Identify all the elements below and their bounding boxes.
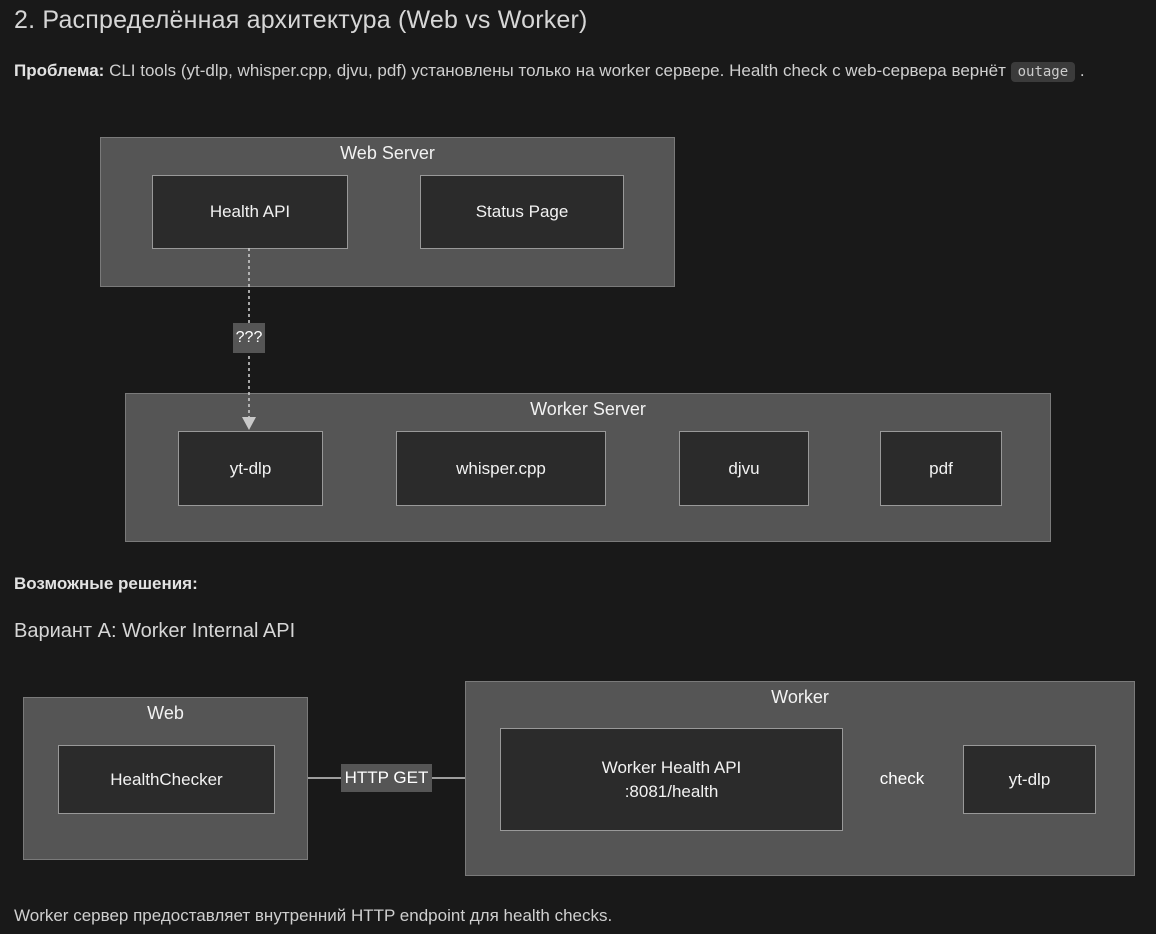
node-whisper-cpp: whisper.cpp (396, 431, 606, 506)
web-server-title: Web Server (340, 143, 435, 163)
web-container: Web HealthChecker (23, 697, 308, 860)
variant-a-heading: Вариант A: Worker Internal API (14, 620, 296, 642)
solutions-label: Возможные решения: (14, 574, 198, 593)
node-worker-health-api-line1: Worker Health API (601, 757, 742, 777)
edge-label-unknown: ??? (233, 323, 265, 353)
node-worker-health-api-line2: :8081/health (624, 781, 719, 801)
node-yt-dlp-label: yt-dlp (229, 458, 272, 478)
worker-title: Worker (771, 687, 829, 707)
node-pdf: pdf (880, 431, 1002, 506)
node-health-api: Health API (152, 175, 348, 249)
web-server-container: Web Server Health API Status Page (100, 137, 675, 287)
node-djvu-label: djvu (728, 458, 760, 478)
web-title: Web (147, 703, 184, 723)
node-status-page-label: Status Page (475, 202, 569, 221)
edge-label-check: check (875, 765, 929, 792)
node-yt-dlp: yt-dlp (178, 431, 323, 506)
outage-code-chip: outage (1010, 62, 1076, 82)
problem-paragraph: Проблема: CLI tools (yt-dlp, whisper.cpp… (14, 57, 1140, 86)
problem-suffix: . (1075, 61, 1085, 80)
node-healthchecker-label: HealthChecker (110, 769, 223, 789)
node-yt-dlp-variant-a-label: yt-dlp (1008, 769, 1051, 789)
worker-server-container: Worker Server yt-dlp whisper.cpp djvu pd… (125, 393, 1051, 542)
edge-label-http-get: HTTP GET (341, 764, 432, 792)
node-djvu: djvu (679, 431, 809, 506)
node-pdf-label: pdf (929, 458, 953, 478)
page-title: 2. Распределённая архитектура (Web vs Wo… (14, 6, 588, 34)
node-yt-dlp-variant-a: yt-dlp (963, 745, 1096, 814)
node-healthchecker: HealthChecker (58, 745, 275, 814)
node-worker-health-api: Worker Health API :8081/health (500, 728, 843, 831)
problem-text: CLI tools (yt-dlp, whisper.cpp, djvu, pd… (104, 61, 1011, 80)
problem-label: Проблема: (14, 61, 105, 80)
worker-container: Worker Worker Health API :8081/health yt… (465, 681, 1135, 876)
node-status-page: Status Page (420, 175, 624, 249)
node-health-api-label: Health API (209, 202, 291, 221)
footer-note: Worker сервер предоставляет внутренний H… (14, 906, 613, 925)
worker-server-title: Worker Server (530, 399, 646, 419)
node-whisper-cpp-label: whisper.cpp (456, 458, 546, 478)
